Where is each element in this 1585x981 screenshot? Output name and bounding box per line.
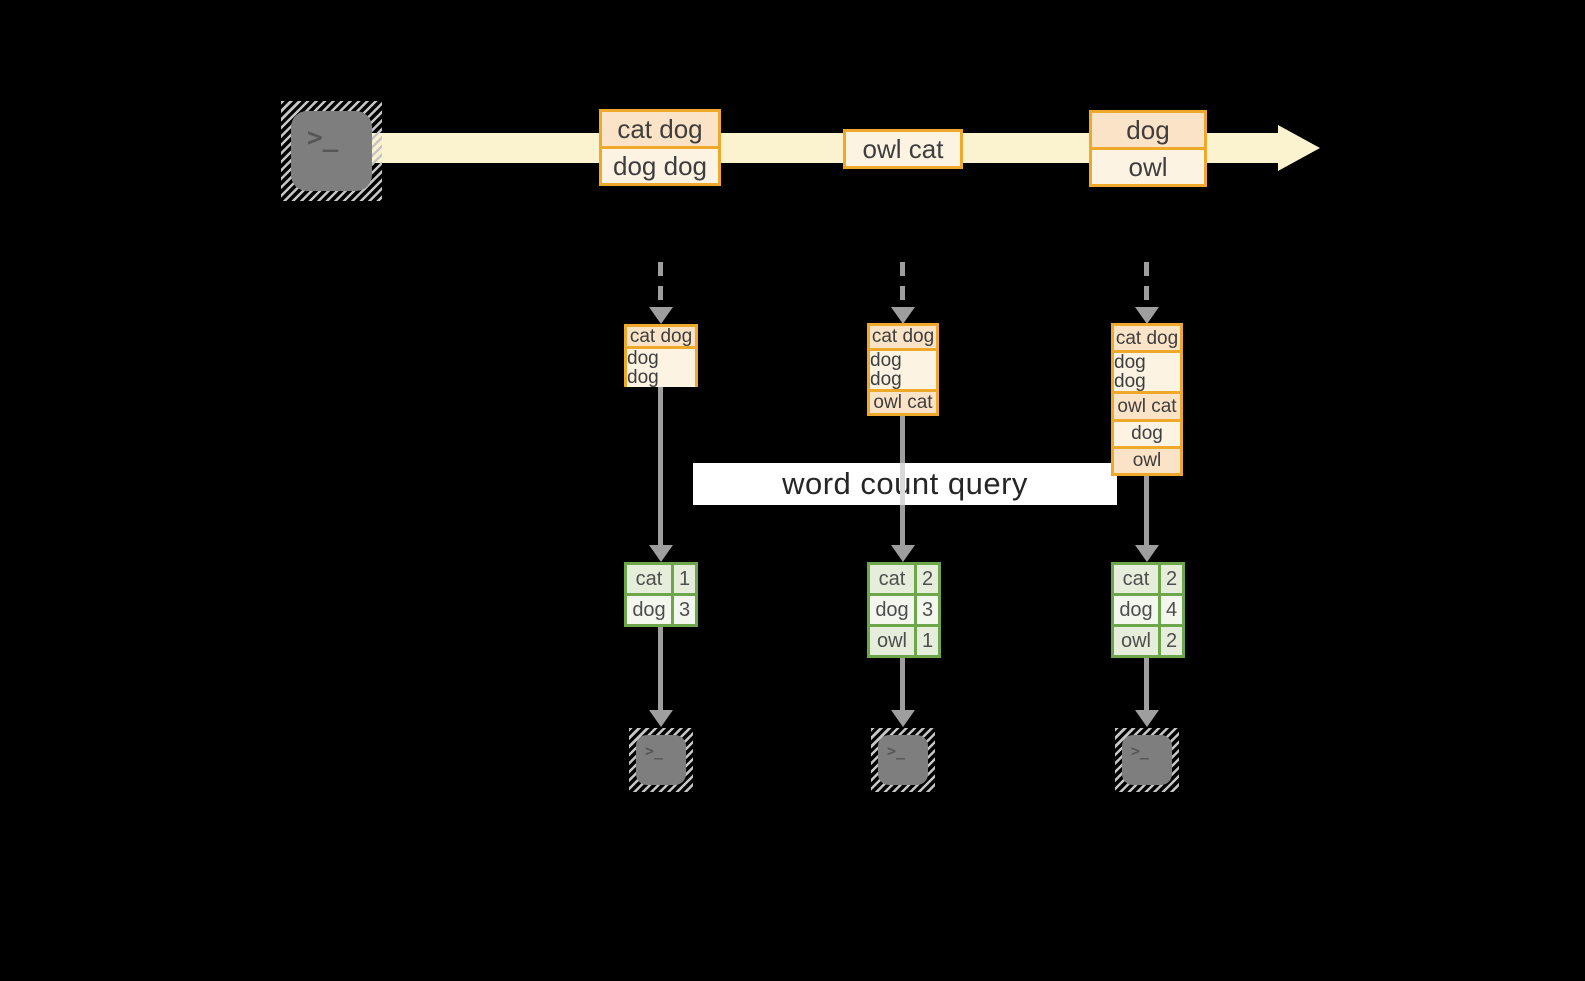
query-arrow-1 [658,387,663,545]
word-cell: dog [627,596,671,624]
stream-event-box-1: cat dog dog dog [599,109,721,186]
dashed-arrow-1 [658,262,663,308]
buffer-cell: dog dog [1114,353,1180,392]
stream-record: dog [1092,113,1204,147]
stream-record: dog dog [602,149,718,183]
query-arrow-3 [1144,476,1149,545]
output-terminal-icon-3: >_ [1115,728,1179,792]
query-arrowhead-2-icon [891,545,915,562]
word-count-table-1: cat 1 dog 3 [624,562,698,627]
word-cell: cat [1114,565,1158,593]
buffer-cell: dog [1114,421,1180,446]
stream-arrowhead-icon [1278,125,1320,171]
count-cell: 2 [1161,627,1182,655]
buffer-cell: owl cat [1114,394,1180,419]
word-count-table-2: cat 2 dog 3 owl 1 [867,562,941,658]
terminal-prompt-icon: >_ [636,735,686,785]
query-arrowhead-3-icon [1135,545,1159,562]
count-cell: 3 [674,596,695,624]
emit-arrow-2 [900,658,905,710]
query-arrow-overlap-segment [900,463,905,505]
dashed-arrowhead-1-icon [649,307,673,324]
buffer-cell: cat dog [870,326,936,348]
buffer-cell: cat dog [1114,326,1180,351]
count-cell: 3 [917,596,938,624]
word-cell: owl [1114,627,1158,655]
terminal-prompt-icon: >_ [878,735,928,785]
dashed-arrowhead-3-icon [1135,307,1159,324]
word-cell: dog [1114,596,1158,624]
dashed-arrow-3 [1144,262,1149,308]
count-cell: 2 [917,565,938,593]
query-arrowhead-1-icon [649,545,673,562]
output-terminal-icon-1: >_ [629,728,693,792]
buffer-cell: dog dog [627,349,695,387]
buffer-list-2: cat dog dog dog owl cat [867,323,939,416]
count-cell: 1 [674,565,695,593]
query-label: word count query [693,463,1117,505]
buffer-cell: owl cat [870,391,936,413]
buffer-list-1: cat dog dog dog [624,324,698,387]
emit-arrow-1 [658,627,663,710]
dashed-arrow-2 [900,262,905,308]
emit-arrowhead-1-icon [649,710,673,727]
count-cell: 1 [917,627,938,655]
buffer-cell: owl [1114,448,1180,473]
buffer-cell: cat dog [627,327,695,346]
count-cell: 2 [1161,565,1182,593]
source-terminal-icon: >_ [281,101,382,201]
emit-arrowhead-3-icon [1135,710,1159,727]
word-cell: dog [870,596,914,624]
word-cell: owl [870,627,914,655]
stream-record: owl cat [846,132,960,166]
word-cell: cat [870,565,914,593]
stream-event-box-3: dog owl [1089,110,1207,187]
buffer-cell: dog dog [870,350,936,389]
terminal-prompt-icon: >_ [291,111,372,191]
stream-record: cat dog [602,112,718,146]
emit-arrowhead-2-icon [891,710,915,727]
stream-record: owl [1092,150,1204,184]
emit-arrow-3 [1144,658,1149,710]
buffer-list-3: cat dog dog dog owl cat dog owl [1111,323,1183,476]
dashed-arrowhead-2-icon [891,307,915,324]
output-terminal-icon-2: >_ [871,728,935,792]
terminal-prompt-icon: >_ [1122,735,1172,785]
word-count-table-3: cat 2 dog 4 owl 2 [1111,562,1185,658]
count-cell: 4 [1161,596,1182,624]
stream-event-box-2: owl cat [843,129,963,169]
word-cell: cat [627,565,671,593]
